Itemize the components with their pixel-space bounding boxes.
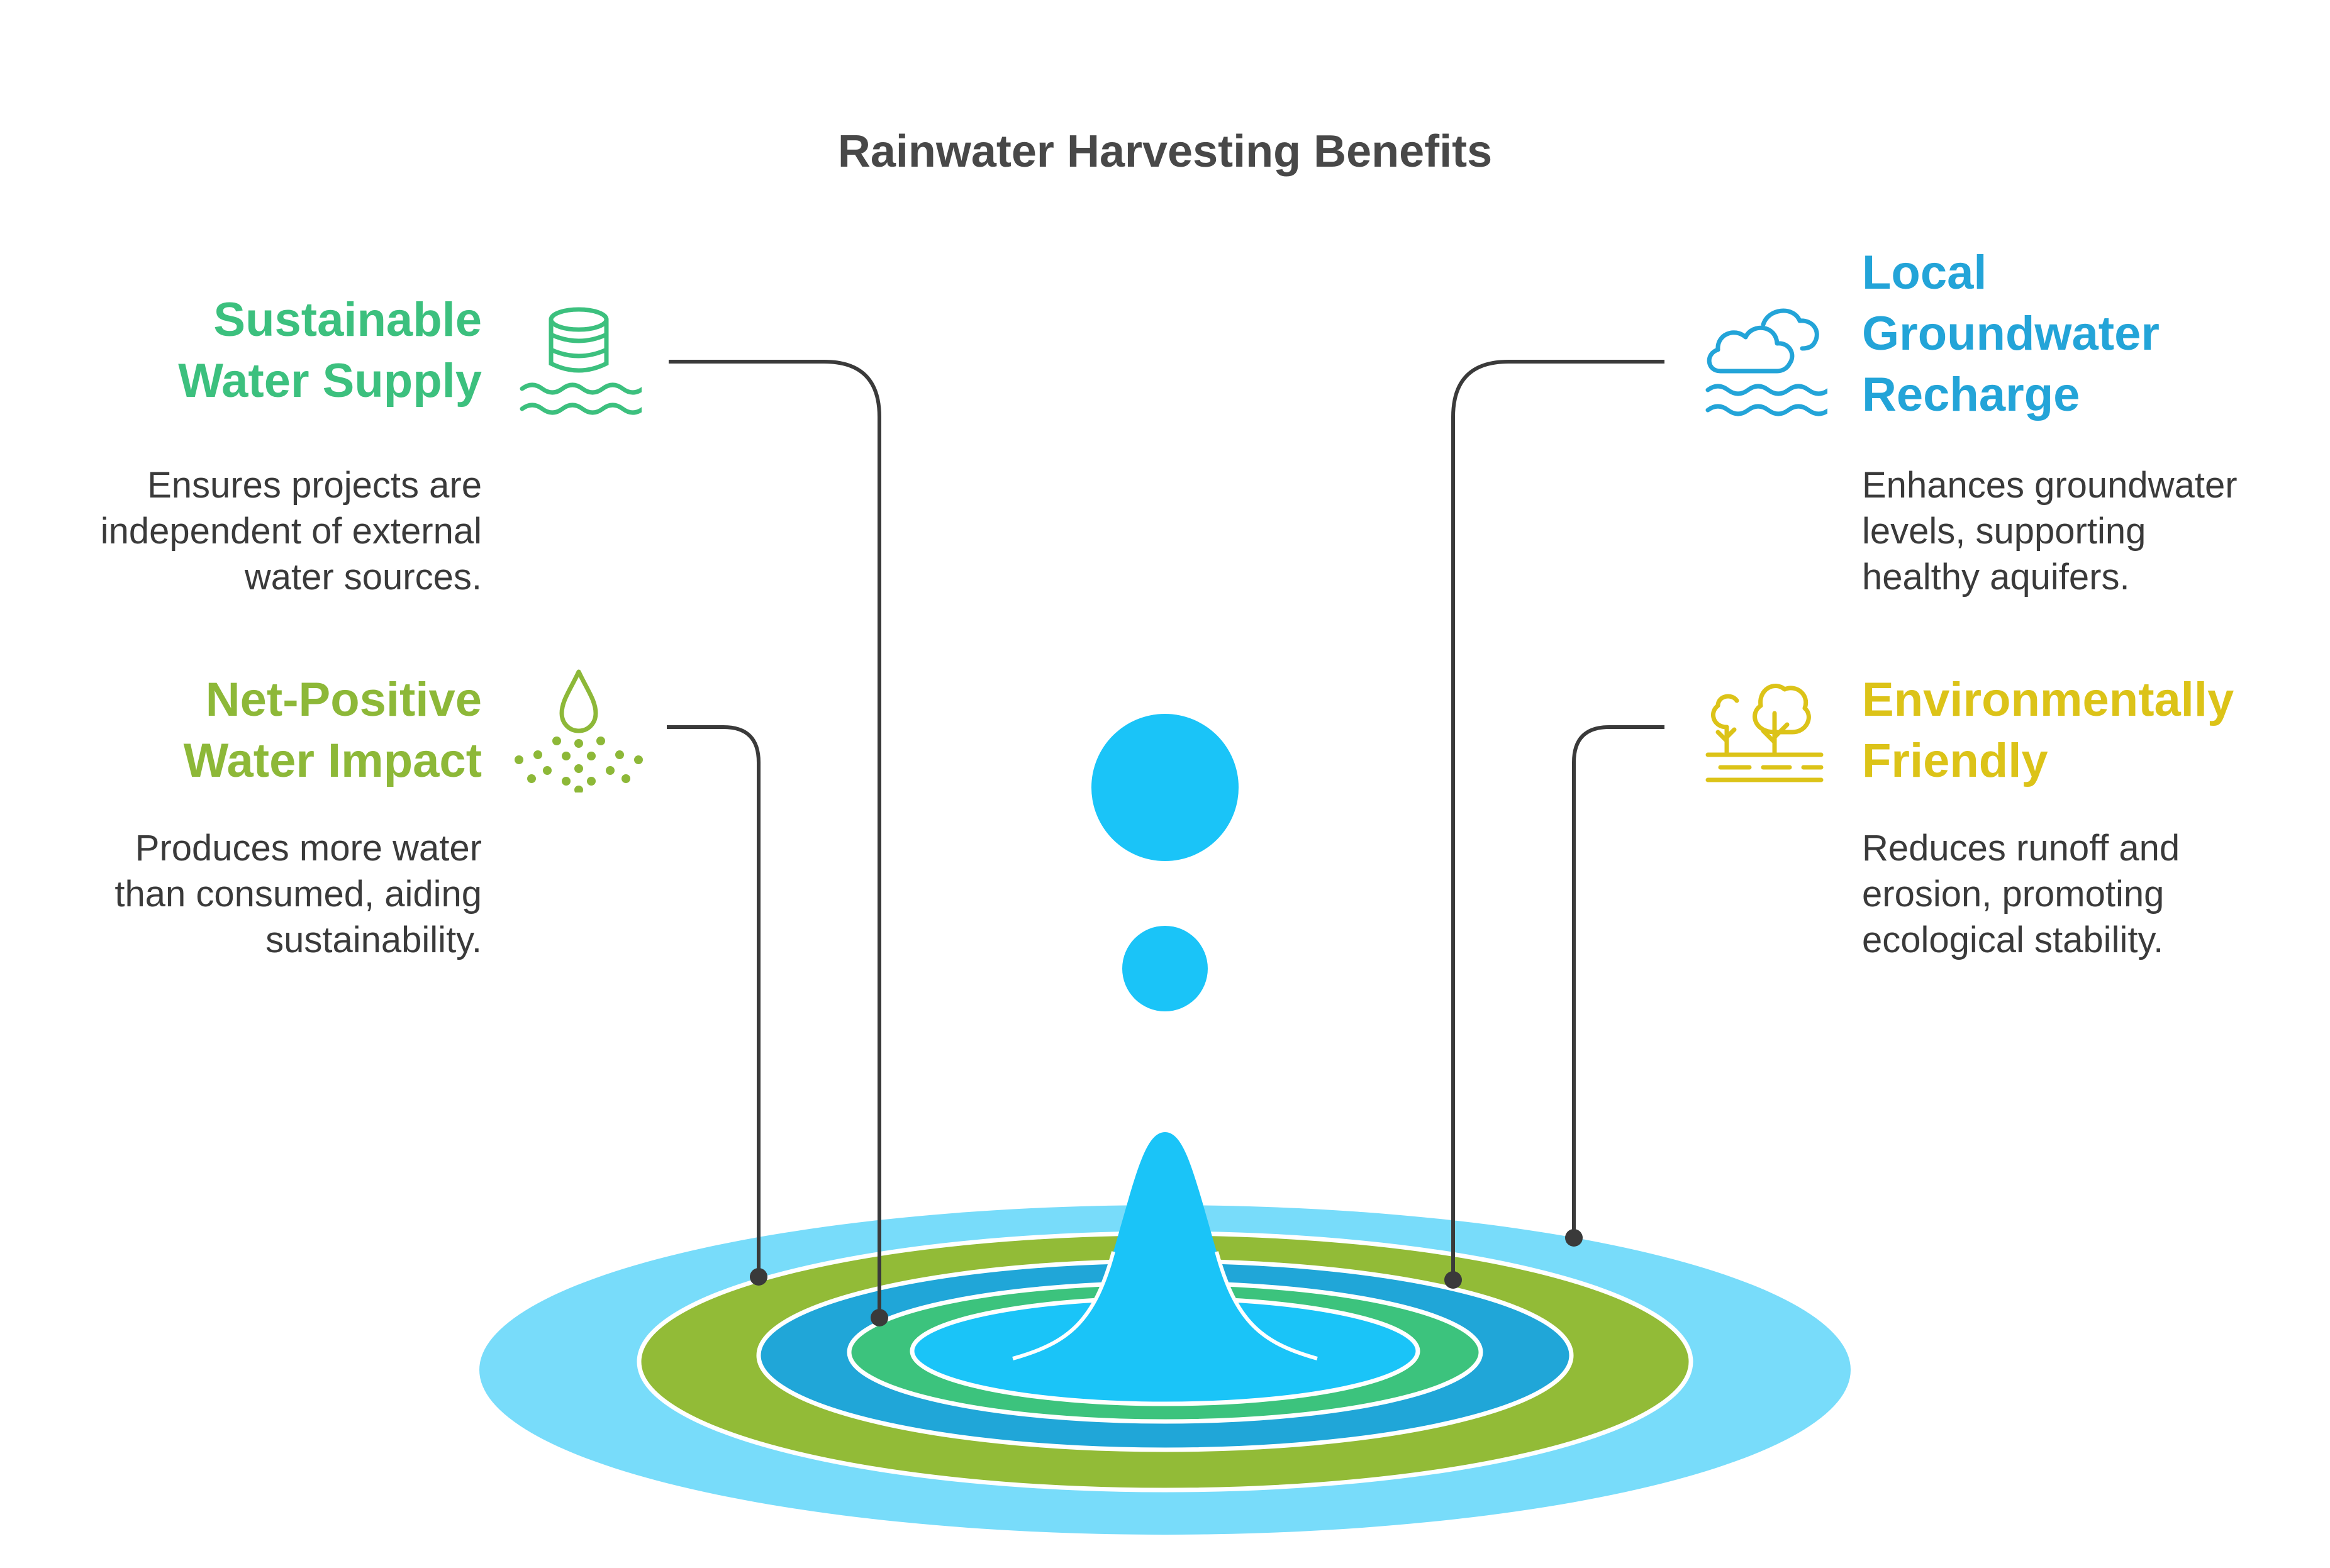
- groundwater-description: Enhances groundwater levels, supporting …: [1862, 462, 2238, 600]
- net-positive-description-line-1: Produces more water: [135, 828, 482, 869]
- groundwater-description-line-2: levels, supporting: [1862, 511, 2146, 552]
- droplet-small: [1122, 926, 1208, 1011]
- net-positive-description: Produces more water than consumed, aidin…: [114, 825, 482, 963]
- cloud-water-icon: [1705, 308, 1827, 416]
- droplet-large: [1091, 714, 1239, 861]
- connector-dot-groundwater: [1444, 1271, 1462, 1289]
- connector-sustainable: [669, 360, 881, 1318]
- net-positive-description-line-2: than consumed, aiding: [114, 874, 482, 915]
- sustainable-description: Ensures projects are independent of exte…: [101, 462, 482, 600]
- groundwater-heading-line-2: Groundwater: [1862, 307, 2160, 360]
- environment-heading: Environmentally Friendly: [1862, 669, 2234, 791]
- connector-net-positive: [667, 725, 761, 1277]
- environment-heading-line-2: Friendly: [1862, 734, 2048, 787]
- groundwater-description-line-1: Enhances groundwater: [1862, 465, 2238, 506]
- trees-icon: [1705, 684, 1824, 782]
- sustainable-heading-line-1: Sustainable: [213, 293, 482, 347]
- sustainable-heading-line-2: Water Supply: [178, 354, 482, 408]
- groundwater-heading: Local Groundwater Recharge: [1862, 242, 2160, 425]
- connector-environment: [1572, 725, 1664, 1238]
- net-positive-heading: Net-Positive Water Impact: [184, 669, 482, 791]
- sustainable-description-line-1: Ensures projects are: [147, 465, 482, 506]
- connector-dot-net-positive: [750, 1268, 767, 1286]
- splash-peak-edge: [1012, 1251, 1318, 1360]
- net-positive-heading-line-2: Water Impact: [183, 734, 482, 787]
- sustainable-description-line-3: water sources.: [244, 557, 482, 598]
- environment-description-line-2: erosion, promoting: [1862, 874, 2165, 915]
- net-positive-description-line-3: sustainability.: [265, 920, 482, 960]
- environment-description-line-3: ecological stability.: [1862, 920, 2164, 960]
- groundwater-heading-line-3: Recharge: [1862, 368, 2080, 421]
- sustainable-heading: Sustainable Water Supply: [178, 289, 482, 411]
- water-tank-icon: [520, 307, 642, 415]
- net-positive-heading-line-1: Net-Positive: [205, 673, 482, 726]
- connector-dot-sustainable: [871, 1309, 888, 1326]
- sustainable-description-line-2: independent of external: [100, 511, 482, 552]
- connector-dot-environment: [1565, 1229, 1583, 1247]
- groundwater-heading-line-1: Local: [1862, 246, 1987, 299]
- water-drop-icon: [515, 669, 643, 792]
- groundwater-description-line-3: healthy aquifers.: [1862, 557, 2130, 598]
- environment-heading-line-1: Environmentally: [1862, 673, 2234, 726]
- environment-description: Reduces runoff and erosion, promoting ec…: [1862, 825, 2180, 963]
- connector-groundwater: [1451, 360, 1664, 1280]
- environment-description-line-1: Reduces runoff and: [1862, 828, 2180, 869]
- splash-peak: [1018, 1132, 1312, 1355]
- diagram-title: Rainwater Harvesting Benefits: [837, 126, 1493, 177]
